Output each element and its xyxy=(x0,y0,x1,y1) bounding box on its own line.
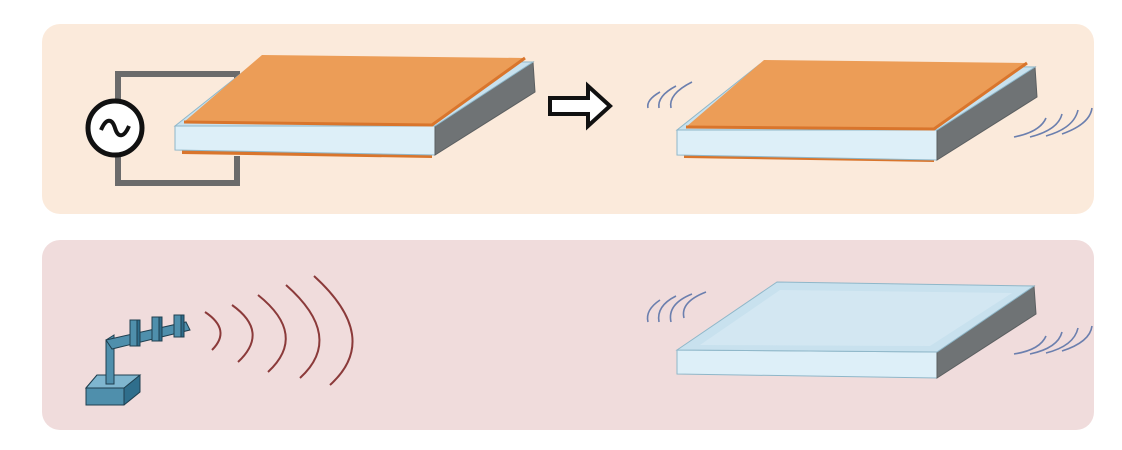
vibration-lines-left-bottom xyxy=(646,291,707,323)
vibration-lines-right-top xyxy=(1013,107,1093,138)
substrate-plate-vibrating xyxy=(675,281,1037,379)
vibration-lines-left-top xyxy=(646,81,693,109)
piezo-plate-vibrating xyxy=(675,60,1038,162)
piezo-plate-with-electrodes xyxy=(173,55,536,158)
antenna-icon xyxy=(84,314,191,406)
substrate-inner-surface xyxy=(700,290,1012,346)
right-arrow-icon xyxy=(548,81,613,131)
vibration-lines-right-bottom xyxy=(1013,325,1093,355)
radio-waves xyxy=(204,275,354,386)
ac-voltage-source-icon xyxy=(85,98,145,158)
